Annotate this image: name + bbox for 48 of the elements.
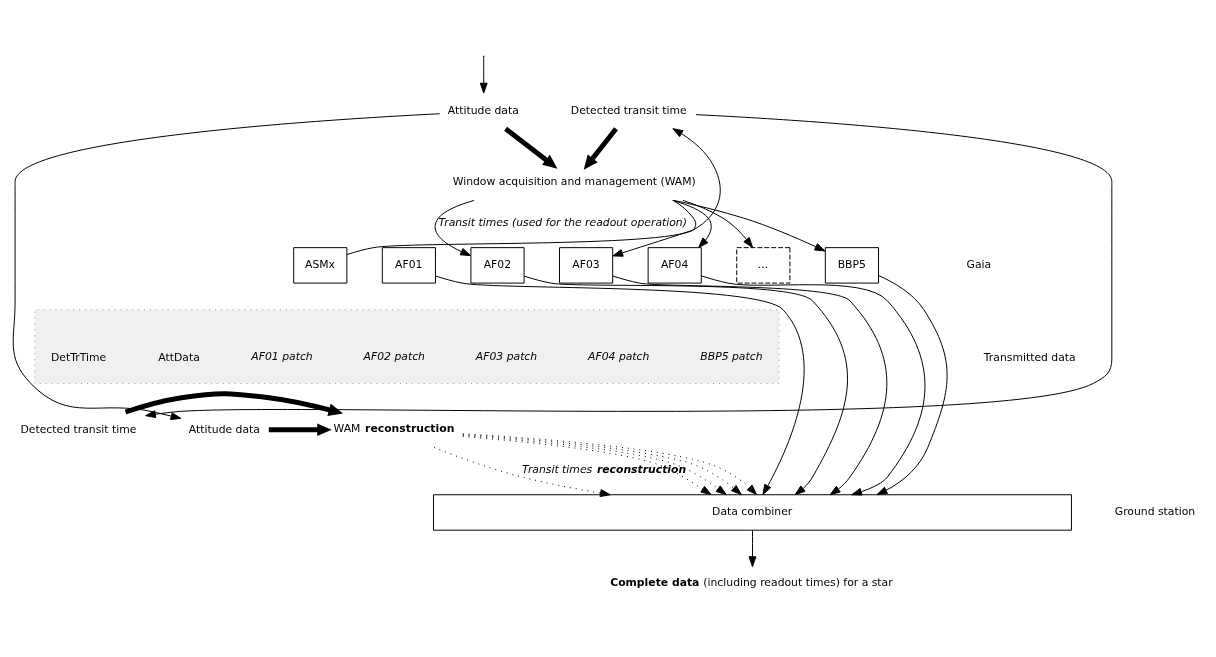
node-box: … bbox=[736, 246, 791, 284]
node-box: AF02 bbox=[470, 246, 525, 284]
node-box: ASMx bbox=[293, 246, 348, 284]
arrow bbox=[433, 446, 611, 497]
node-text: AF03 patch bbox=[475, 349, 538, 363]
arrow bbox=[435, 275, 805, 495]
arrow bbox=[672, 199, 712, 248]
arrow bbox=[346, 127, 721, 255]
arrow bbox=[523, 275, 848, 495]
arrow bbox=[124, 390, 344, 416]
arrow bbox=[701, 274, 926, 496]
node-text: AF01 patch bbox=[251, 349, 313, 363]
arrow bbox=[145, 113, 1113, 418]
node-text: WAM reconstruction bbox=[333, 421, 455, 435]
node-box: Data combiner bbox=[433, 493, 1072, 531]
arrow bbox=[673, 199, 826, 251]
node-text: Complete data (including readout times) for a star bbox=[610, 575, 893, 589]
label: Gaia bbox=[966, 257, 992, 271]
arrow bbox=[682, 199, 754, 248]
arrow bbox=[504, 126, 558, 169]
node-text: BBP5 patch bbox=[700, 349, 763, 363]
node-box: AF04 bbox=[647, 246, 702, 284]
node-box: AF01 bbox=[381, 246, 436, 284]
node-text: Attitude data bbox=[447, 103, 519, 117]
arrow bbox=[583, 126, 618, 170]
edge-label: Transit times (used for the readout operation) bbox=[438, 215, 687, 229]
arrow bbox=[12, 112, 441, 420]
arrow bbox=[876, 274, 948, 495]
node-text: Window acquisition and management (WAM) bbox=[452, 174, 696, 188]
node-text: AttData bbox=[158, 350, 200, 364]
label: Transmitted data bbox=[983, 350, 1076, 364]
arrow bbox=[612, 199, 697, 257]
node-box: BBP5 bbox=[824, 246, 879, 284]
label: Ground station bbox=[1114, 504, 1196, 518]
node-box: AF03 bbox=[559, 246, 614, 284]
node-text: AF02 patch bbox=[363, 349, 425, 363]
node-text: AF04 patch bbox=[588, 349, 650, 363]
arrow bbox=[479, 55, 488, 93]
node-text: Detected transit time bbox=[570, 103, 687, 117]
edge-label: Transit times reconstruction bbox=[522, 462, 687, 476]
arrow bbox=[434, 199, 475, 256]
node-text: Attitude data bbox=[188, 422, 260, 436]
arrow bbox=[612, 275, 888, 495]
node-text: DetTrTime bbox=[51, 350, 107, 364]
arrow bbox=[268, 422, 332, 436]
node-text: Detected transit time bbox=[20, 422, 137, 436]
cluster bbox=[34, 308, 780, 384]
arrow bbox=[748, 529, 757, 567]
